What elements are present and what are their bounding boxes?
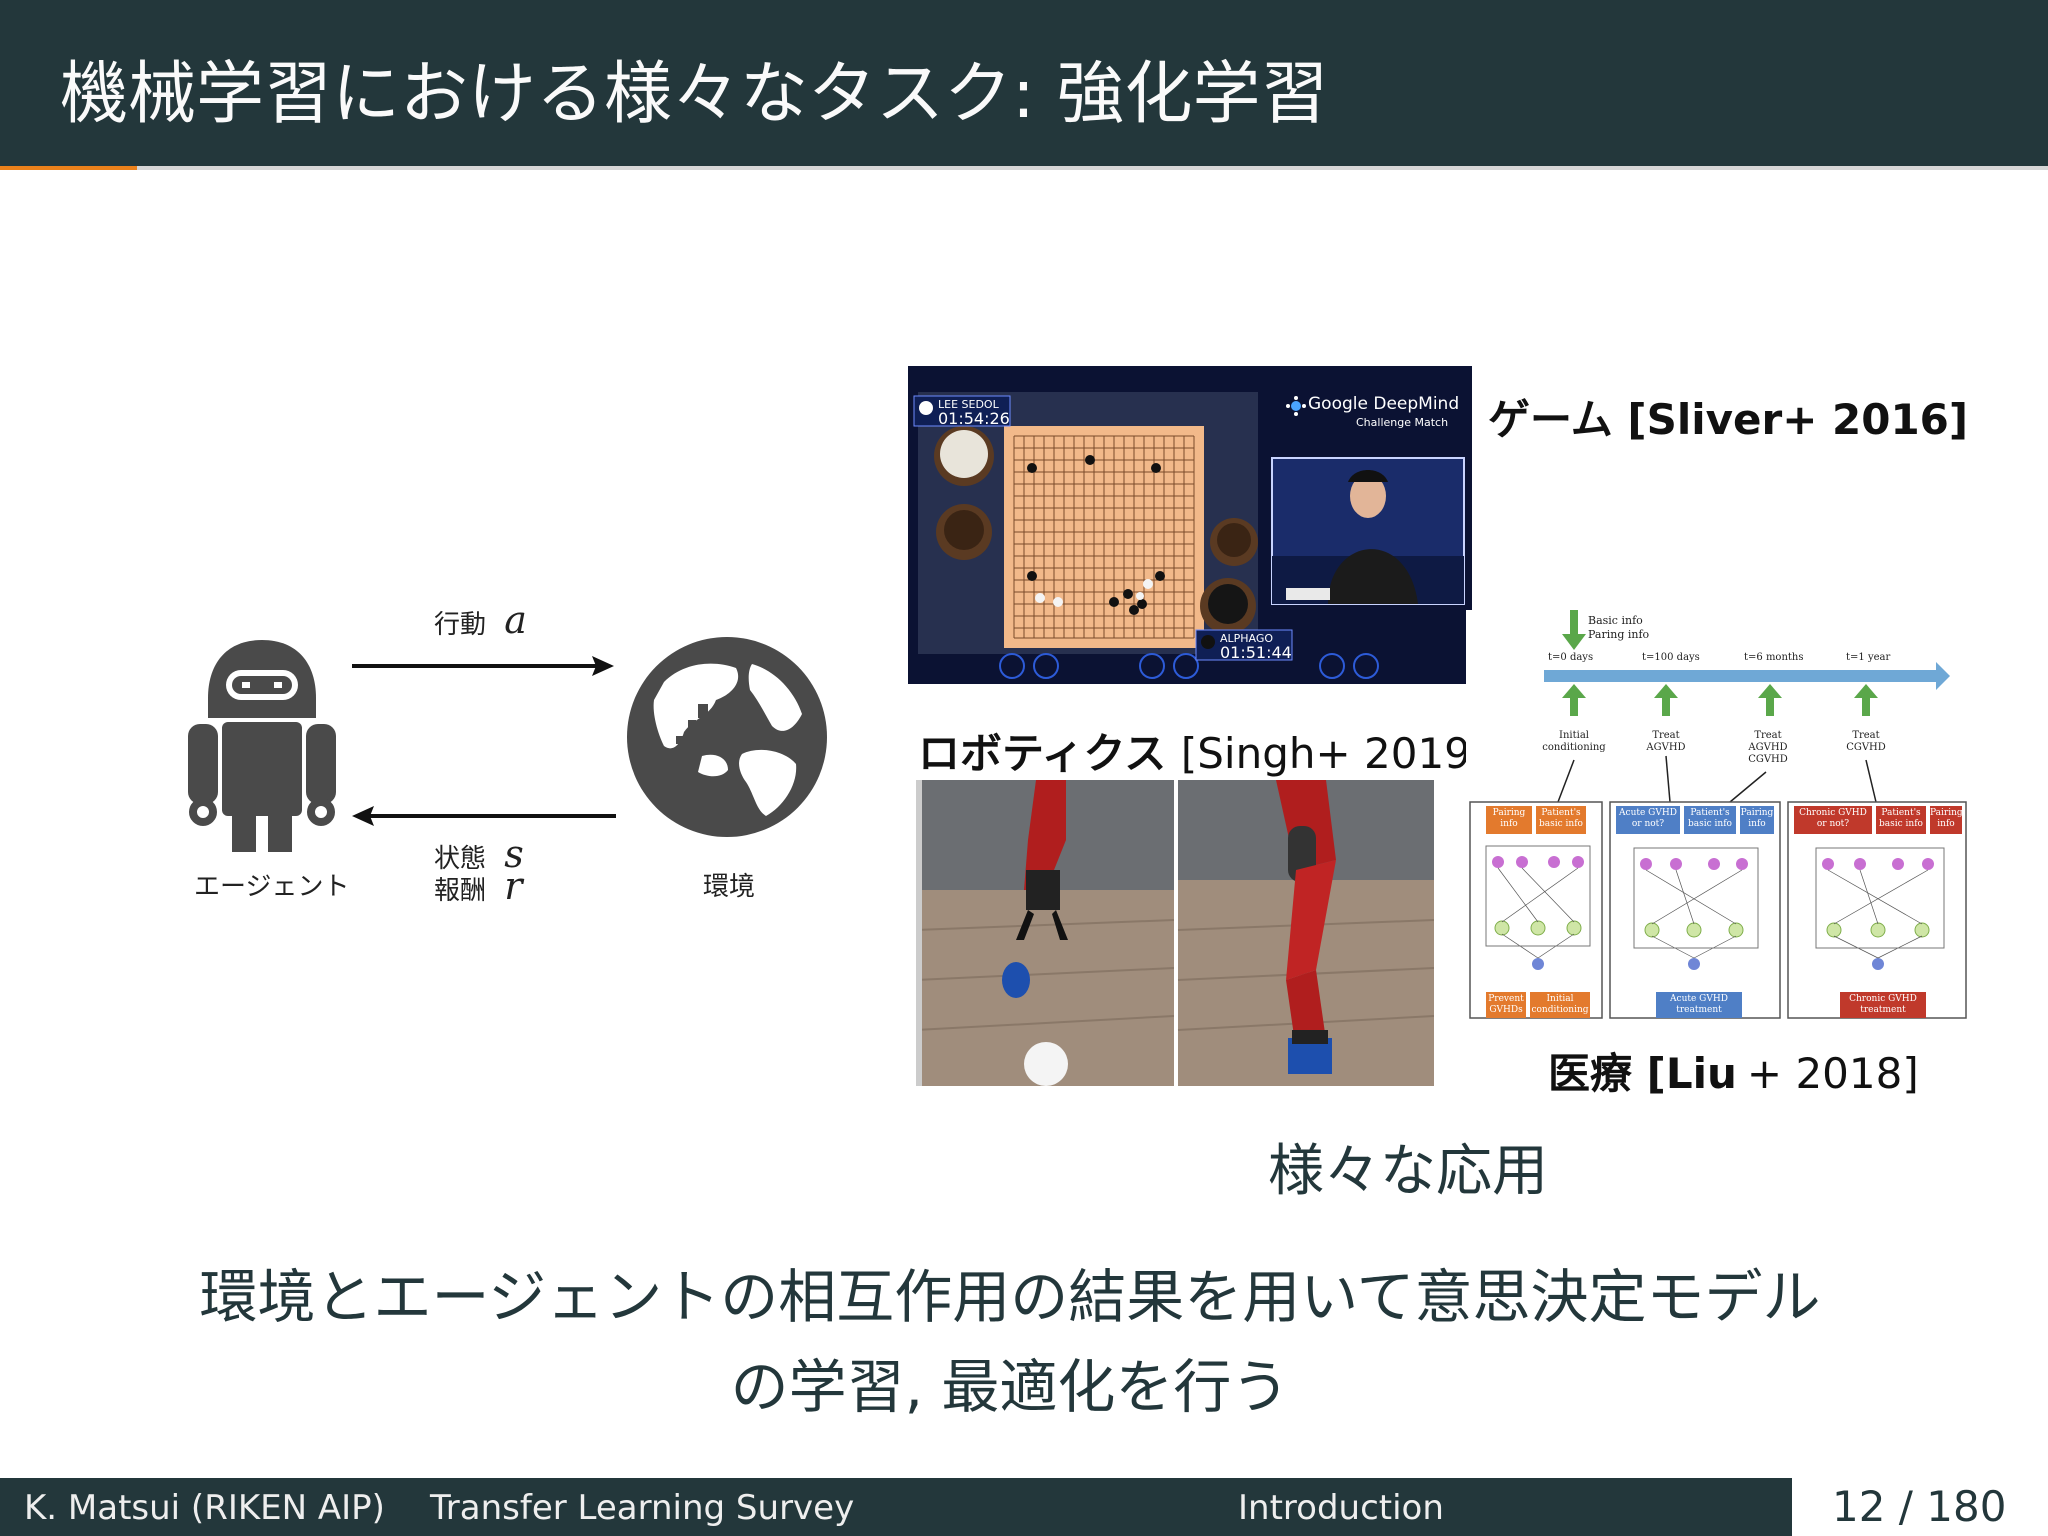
game-caption: ゲーム [Sliver+ 2016] xyxy=(1488,386,1968,447)
medical-diagram: Basic info Paring info t=0 days t=100 da… xyxy=(1466,610,1970,1028)
box3-bottom: Chronic GVHD treatment xyxy=(1849,994,1917,1015)
robotics-caption-jp: ロボティクス xyxy=(918,729,1167,778)
robot-icon xyxy=(188,640,336,852)
body-line-1: 環境とエージェントの相互作用の結果を用いて意思決定モデル xyxy=(199,1263,1821,1331)
medical-caption-jp: 医療 xyxy=(1548,1049,1633,1098)
box1-bottom-1: Initial conditioning xyxy=(1531,994,1589,1015)
environment-label: 環境 xyxy=(703,872,756,902)
robot-arm-image xyxy=(916,780,1434,1086)
state-symbol: s xyxy=(504,832,524,876)
timeline-label-3: t=1 year xyxy=(1846,652,1891,663)
state-label: 状態 s xyxy=(434,832,524,876)
state-text: 状態 xyxy=(434,844,487,874)
agent-label: エージェント xyxy=(194,872,350,902)
reward-text: 報酬 xyxy=(434,876,487,906)
stage-2-line-2: AGVHD xyxy=(1748,742,1788,753)
title-rule xyxy=(137,166,2048,170)
footer-bar xyxy=(0,1478,1792,1536)
reward-label: 報酬 r xyxy=(434,864,522,908)
stage-1: Treat AGVHD xyxy=(1632,730,1700,754)
slide-title: 機械学習における様々なタスク: 強化学習 xyxy=(60,55,1329,134)
medical-caption-ref-rest: + 2018] xyxy=(1746,1049,1919,1098)
robot-scene xyxy=(916,780,1434,1086)
deepmind-brand-sub: Challenge Match xyxy=(1356,416,1449,429)
game-caption-ref: [Sliver+ 2016] xyxy=(1627,395,1969,444)
footer-author: K. Matsui (RIKEN AIP) xyxy=(24,1488,385,1528)
stage-0-line-2: conditioning xyxy=(1542,742,1606,753)
rl-loop-diagram: エージェント 環境 行動 a 状態 s 報酬 r xyxy=(170,580,850,910)
footer-talk-title: Transfer Learning Survey xyxy=(430,1488,855,1528)
stage-0-line-1: Initial xyxy=(1559,730,1589,741)
footer-section: Introduction xyxy=(1238,1488,1444,1528)
box1-bottom-0: Prevent GVHDs xyxy=(1488,994,1524,1015)
go-scene xyxy=(908,366,1472,684)
box3-top-0: Chronic GVHD or not? xyxy=(1799,808,1867,829)
stage-1-line-2: AGVHD xyxy=(1646,742,1686,753)
box2-top-1: Patient's basic info xyxy=(1688,808,1732,829)
timeline-top-2: Paring info xyxy=(1588,628,1650,641)
box2-top-0: Acute GVHD or not? xyxy=(1619,808,1677,829)
medical-caption: 医療 [Liu+ 2018] xyxy=(1548,1040,1919,1101)
globe-icon xyxy=(627,637,827,837)
medical-caption-ref-bold: [Liu xyxy=(1646,1049,1737,1098)
body-line-2: の学習, 最適化を行う xyxy=(730,1353,1290,1421)
player2-name: ALPHAGO xyxy=(1220,632,1274,645)
player1-time: 01:54:26 xyxy=(938,409,1010,428)
box2-bottom: Acute GVHD treatment xyxy=(1670,994,1728,1015)
action-label: 行動 a xyxy=(434,598,527,642)
title-progress-accent xyxy=(0,166,137,170)
page-number: 12 / 180 xyxy=(1832,1482,2007,1531)
box3-top-1: Patient's basic info xyxy=(1879,808,1923,829)
robotics-caption: ロボティクス [Singh+ 2019] xyxy=(918,720,1487,781)
state-reward-arrow-head xyxy=(352,806,374,826)
timeline-top-1: Basic info xyxy=(1588,614,1643,627)
alphago-image: LEE SEDOL 01:54:26 ALPHAGO 01:51:44 Goog… xyxy=(908,366,1472,684)
box1-top-1: Patient's basic info xyxy=(1539,808,1583,829)
applications-label: 様々な応用 xyxy=(1268,1139,1548,1204)
timeline-label-0: t=0 days xyxy=(1548,652,1594,663)
action-symbol: a xyxy=(504,598,527,642)
game-caption-jp: ゲーム xyxy=(1488,395,1613,444)
arrows-layer xyxy=(352,656,616,826)
timeline-label-1: t=100 days xyxy=(1642,652,1700,663)
player1-name: LEE SEDOL xyxy=(938,398,999,411)
stage-0: Initial conditioning xyxy=(1536,730,1612,754)
action-arrow-head xyxy=(592,656,614,676)
box2-top-2: Pairing info xyxy=(1740,808,1774,829)
stage-3-line-1: Treat xyxy=(1852,730,1880,741)
title-bar xyxy=(0,0,2048,166)
stage-2: Treat AGVHD CGVHD xyxy=(1734,730,1802,766)
body-text: 環境とエージェントの相互作用の結果を用いて意思決定モデル の学習, 最適化を行う xyxy=(100,1252,1920,1432)
footer-page-area xyxy=(1792,1478,2048,1536)
stage-1-line-1: Treat xyxy=(1652,730,1680,741)
stage-3-line-2: CGVHD xyxy=(1846,742,1886,753)
box3-top-2: Pairing info xyxy=(1930,808,1963,829)
robotics-caption-ref: [Singh+ 2019] xyxy=(1180,729,1488,778)
timeline-label-2: t=6 months xyxy=(1744,652,1804,663)
deepmind-brand: Google DeepMind xyxy=(1308,394,1460,414)
reward-symbol: r xyxy=(504,864,523,908)
stage-2-line-1: Treat xyxy=(1754,730,1782,741)
player2-time: 01:51:44 xyxy=(1220,643,1292,662)
medical-scene xyxy=(1469,610,1967,1019)
stage-2-line-3: CGVHD xyxy=(1748,754,1788,765)
stage-3: Treat CGVHD xyxy=(1832,730,1900,754)
action-text: 行動 xyxy=(434,610,487,640)
box1-top-0: Pairing info xyxy=(1492,808,1526,829)
